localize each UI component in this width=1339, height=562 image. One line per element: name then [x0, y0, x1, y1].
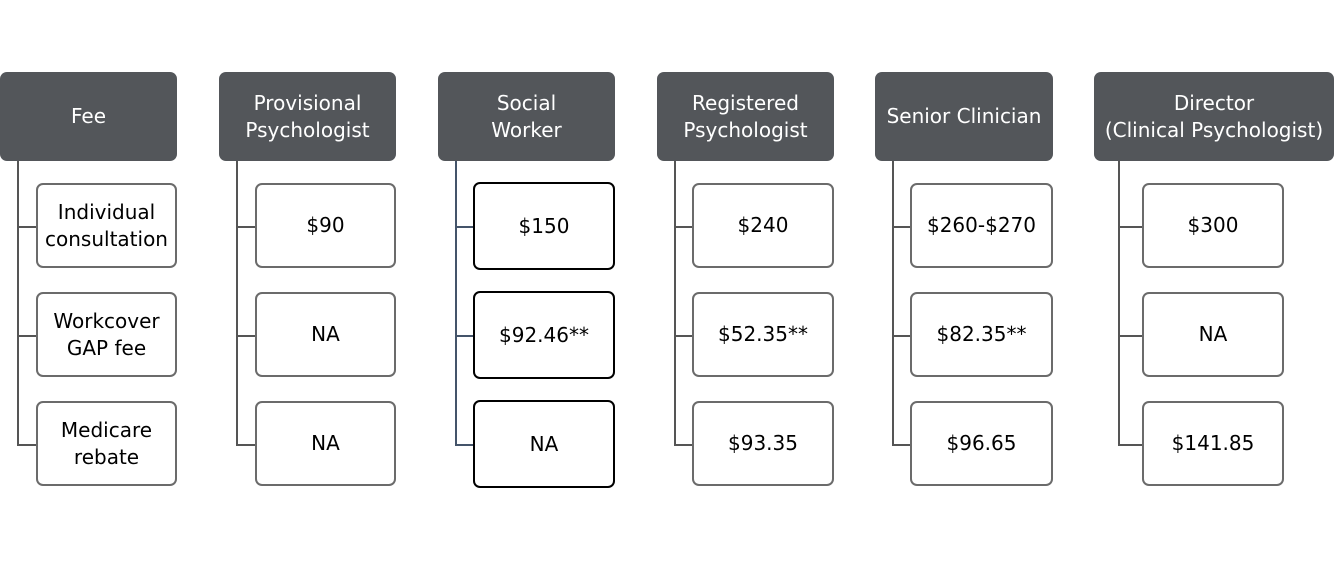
fee-individual-consultation: $300 — [1142, 183, 1284, 268]
fee-medicare-rebate: NA — [473, 400, 615, 488]
connector-vertical — [236, 161, 238, 446]
fee-individual-consultation: $90 — [255, 183, 396, 268]
connector-branch — [236, 444, 255, 446]
connector-branch — [236, 335, 255, 337]
connector-branch — [892, 335, 911, 337]
fee-medicare-rebate: $141.85 — [1142, 401, 1284, 486]
column-registered-psychologist: Registered Psychologist $240 $52.35** $9… — [657, 72, 835, 492]
connector-branch — [455, 444, 474, 446]
fee-individual-consultation: $260-$270 — [910, 183, 1053, 268]
column-social-worker: Social Worker $150 $92.46** NA — [438, 72, 616, 492]
column-senior-clinician: Senior Clinician $260-$270 $82.35** $96.… — [875, 72, 1054, 492]
connector-vertical — [674, 161, 676, 446]
connector-branch — [674, 335, 693, 337]
fee-medicare-rebate: NA — [255, 401, 396, 486]
header-provisional-psychologist: Provisional Psychologist — [219, 72, 396, 161]
fee-individual-consultation: $150 — [473, 182, 615, 270]
connector-branch — [17, 226, 36, 228]
connector-branch — [1118, 444, 1143, 446]
connector-branch — [455, 226, 474, 228]
connector-branch — [892, 444, 911, 446]
connector-branch — [455, 335, 474, 337]
header-director: Director (Clinical Psychologist) — [1094, 72, 1334, 161]
connector-vertical — [17, 161, 19, 446]
fee-medicare-rebate: $96.65 — [910, 401, 1053, 486]
fee-individual-consultation: $240 — [692, 183, 834, 268]
connector-vertical — [1118, 161, 1120, 446]
connector-branch — [892, 226, 911, 228]
connector-branch — [17, 444, 36, 446]
fee-medicare-rebate: $93.35 — [692, 401, 834, 486]
header-fee: Fee — [0, 72, 177, 161]
header-senior-clinician: Senior Clinician — [875, 72, 1053, 161]
row-label-medicare-rebate: Medicare rebate — [36, 401, 177, 486]
header-registered-psychologist: Registered Psychologist — [657, 72, 834, 161]
connector-branch — [17, 335, 36, 337]
column-director: Director (Clinical Psychologist) $300 NA… — [1094, 72, 1334, 492]
header-social-worker: Social Worker — [438, 72, 615, 161]
connector-branch — [1118, 335, 1143, 337]
connector-branch — [236, 226, 255, 228]
fee-workcover-gap: NA — [1142, 292, 1284, 377]
fee-workcover-gap: NA — [255, 292, 396, 377]
connector-vertical — [455, 161, 457, 446]
row-label-workcover-gap-fee: Workcover GAP fee — [36, 292, 177, 377]
connector-vertical — [892, 161, 894, 446]
connector-branch — [674, 226, 693, 228]
fee-workcover-gap: $52.35** — [692, 292, 834, 377]
column-fee: Fee Individual consultation Workcover GA… — [0, 72, 178, 492]
fee-workcover-gap: $82.35** — [910, 292, 1053, 377]
row-label-individual-consultation: Individual consultation — [36, 183, 177, 268]
connector-branch — [674, 444, 693, 446]
column-provisional-psychologist: Provisional Psychologist $90 NA NA — [219, 72, 397, 492]
connector-branch — [1118, 226, 1143, 228]
fee-workcover-gap: $92.46** — [473, 291, 615, 379]
